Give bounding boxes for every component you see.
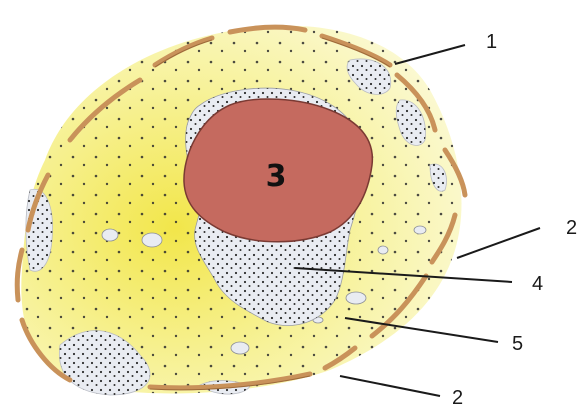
nucleolus-label: 3 bbox=[266, 159, 287, 194]
leader-1 bbox=[395, 45, 465, 64]
callout-label-4: 4 bbox=[532, 273, 543, 295]
callout-label-1: 1 bbox=[486, 31, 497, 53]
callout-label-2-bottom: 2 bbox=[452, 387, 463, 409]
callout-label-2-right: 2 bbox=[566, 217, 577, 239]
callout-label-5: 5 bbox=[512, 333, 523, 355]
leader-2-right bbox=[457, 228, 540, 258]
leader-2-bottom bbox=[340, 376, 440, 396]
